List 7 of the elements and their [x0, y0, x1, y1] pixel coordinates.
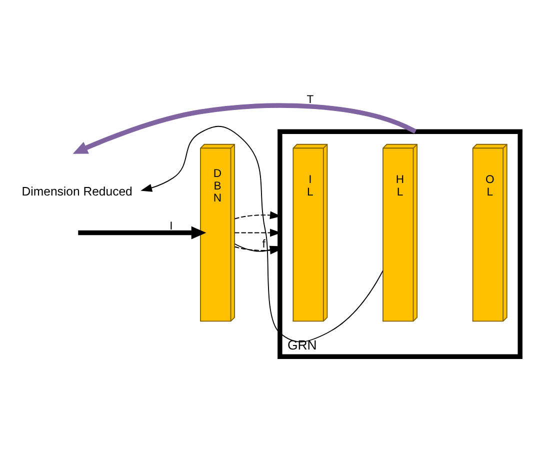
arrow: [140, 125, 384, 342]
node-text: Dimension Reduced: [22, 184, 132, 198]
edge-label: T: [306, 93, 314, 106]
edge-label: f: [262, 238, 266, 250]
arrow: [72, 102, 416, 154]
edge-label: I: [170, 220, 173, 232]
arrow: [78, 226, 206, 239]
